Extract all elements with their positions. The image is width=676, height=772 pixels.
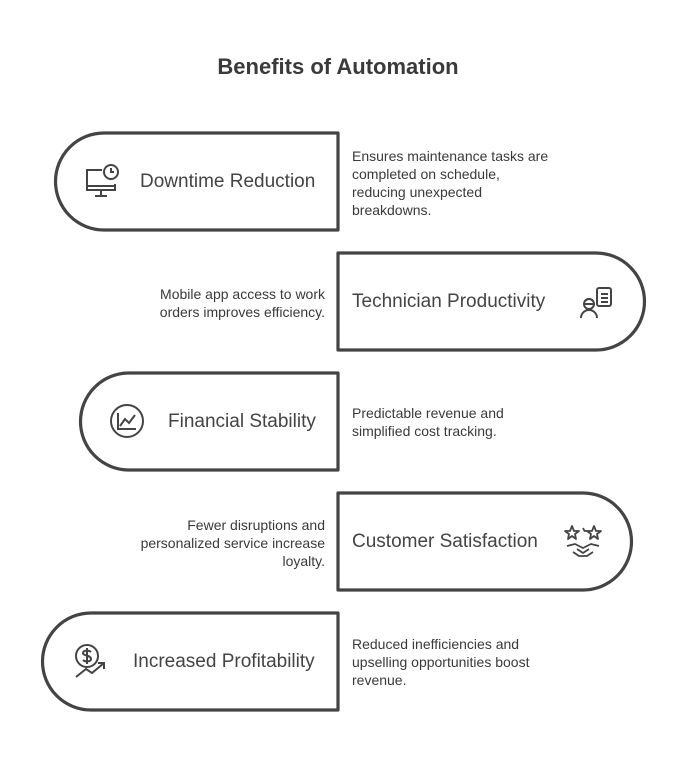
shape-financial-stability [78, 371, 340, 472]
item-description-customer-satisfaction: Fewer disruptions and personalized servi… [140, 517, 325, 569]
shape-increased-profitability [40, 611, 340, 712]
shape-downtime-reduction [53, 131, 340, 232]
item-label-financial-stability: Financial Stability [168, 411, 316, 432]
shape-technician-productivity [336, 251, 647, 352]
item-description-downtime-reduction: Ensures maintenance tasks are completed … [352, 148, 549, 218]
item-label-downtime-reduction: Downtime Reduction [140, 171, 316, 192]
item-description-financial-stability: Predictable revenue and simplified cost … [352, 405, 504, 439]
technician-clipboard-icon [580, 287, 612, 319]
dollar-growth-icon [75, 644, 105, 678]
item-label-technician-productivity: Technician Productivity [352, 291, 546, 312]
item-label-increased-profitability: Increased Profitability [133, 651, 315, 672]
chart-circle-icon [110, 404, 144, 438]
shape-customer-satisfaction [336, 491, 634, 592]
item-description-technician-productivity: Mobile app access to work orders improve… [159, 286, 325, 320]
monitor-clock-icon [86, 164, 119, 197]
stars-handshake-icon [564, 525, 602, 557]
item-description-increased-profitability: Reduced inefficiencies and upselling opp… [352, 636, 530, 688]
item-label-customer-satisfaction: Customer Satisfaction [352, 531, 538, 552]
page-title: Benefits of Automation [217, 54, 459, 79]
